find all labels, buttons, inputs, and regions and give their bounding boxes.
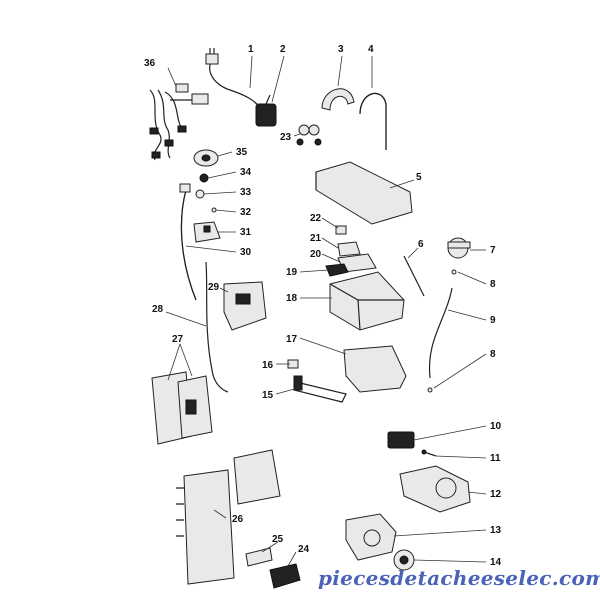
part-17-drawer-tray xyxy=(343,345,407,393)
label-2: 2 xyxy=(280,44,286,55)
part-5-top-cover xyxy=(315,161,413,225)
label-27: 27 xyxy=(172,334,184,345)
label-8a: 8 xyxy=(490,279,496,290)
part-8-clip-bottom xyxy=(427,387,433,393)
label-20: 20 xyxy=(310,249,322,260)
label-9: 9 xyxy=(490,315,496,326)
part-31-switch xyxy=(193,221,221,243)
label-33: 33 xyxy=(240,187,252,198)
label-14: 14 xyxy=(490,557,502,568)
label-17: 17 xyxy=(286,334,298,345)
part-2-suppressor xyxy=(255,94,277,127)
label-36: 36 xyxy=(144,58,156,69)
leader-lines xyxy=(165,55,487,567)
label-18: 18 xyxy=(286,293,298,304)
part-7-pressure-switch xyxy=(447,237,471,259)
part-18-dispenser-housing xyxy=(329,271,405,331)
label-32: 32 xyxy=(240,207,252,218)
label-23: 23 xyxy=(280,132,292,143)
label-13: 13 xyxy=(490,525,502,536)
label-3: 3 xyxy=(338,44,344,55)
part-13-drain-pump xyxy=(345,513,397,561)
part-35-seal xyxy=(193,149,219,167)
part-24-handle xyxy=(269,563,301,589)
part-11-bolt xyxy=(421,449,437,457)
label-15: 15 xyxy=(262,390,274,401)
part-1-power-cord xyxy=(205,48,263,111)
part-33-washer xyxy=(195,189,205,199)
label-26: 26 xyxy=(232,514,244,525)
label-31: 31 xyxy=(240,227,252,238)
part-10-coil xyxy=(387,431,415,449)
label-16: 16 xyxy=(262,360,274,371)
part-26-cover xyxy=(233,449,281,505)
part-32-screw xyxy=(211,207,217,213)
part-22-cap xyxy=(335,225,347,235)
label-25: 25 xyxy=(272,534,284,545)
label-21: 21 xyxy=(310,233,322,244)
part-19-divider xyxy=(325,263,349,277)
part-34-ring xyxy=(199,173,209,183)
label-34: 34 xyxy=(240,167,252,178)
part-3-hose-bracket xyxy=(321,88,355,111)
label-1: 1 xyxy=(248,44,254,55)
label-7: 7 xyxy=(490,245,496,256)
part-21-siphon xyxy=(337,241,361,257)
label-6: 6 xyxy=(418,239,424,250)
part-28-wire xyxy=(205,261,229,393)
part-6-rod xyxy=(403,255,425,297)
label-5: 5 xyxy=(416,172,422,183)
part-26-panel xyxy=(176,469,235,585)
label-19: 19 xyxy=(286,267,298,278)
label-30: 30 xyxy=(240,247,252,258)
part-23-valve xyxy=(296,124,322,146)
label-24: 24 xyxy=(298,544,310,555)
part-12-pump xyxy=(399,465,471,513)
label-11: 11 xyxy=(490,453,501,464)
part-29-module xyxy=(223,281,267,331)
watermark-text: piecesdetacheeselec.com xyxy=(318,566,600,590)
part-27-control-board xyxy=(151,371,213,445)
part-9-hose xyxy=(428,287,453,379)
part-8-clip-top xyxy=(451,269,457,275)
label-35: 35 xyxy=(236,147,248,158)
label-12: 12 xyxy=(490,489,502,500)
label-28: 28 xyxy=(152,304,164,315)
part-15-heating-element xyxy=(293,375,347,403)
label-10: 10 xyxy=(490,421,502,432)
part-4-drain-hose xyxy=(359,92,387,150)
label-22: 22 xyxy=(310,213,322,224)
label-4: 4 xyxy=(368,44,374,55)
label-8b: 8 xyxy=(490,349,496,360)
part-36-wiring-harness xyxy=(149,83,209,161)
part-labels: 1 2 3 4 5 6 7 8 9 8 10 11 12 13 14 15 16… xyxy=(144,44,502,568)
part-25-hinge xyxy=(245,547,273,567)
part-30-tube xyxy=(179,183,197,301)
label-29: 29 xyxy=(208,282,220,293)
